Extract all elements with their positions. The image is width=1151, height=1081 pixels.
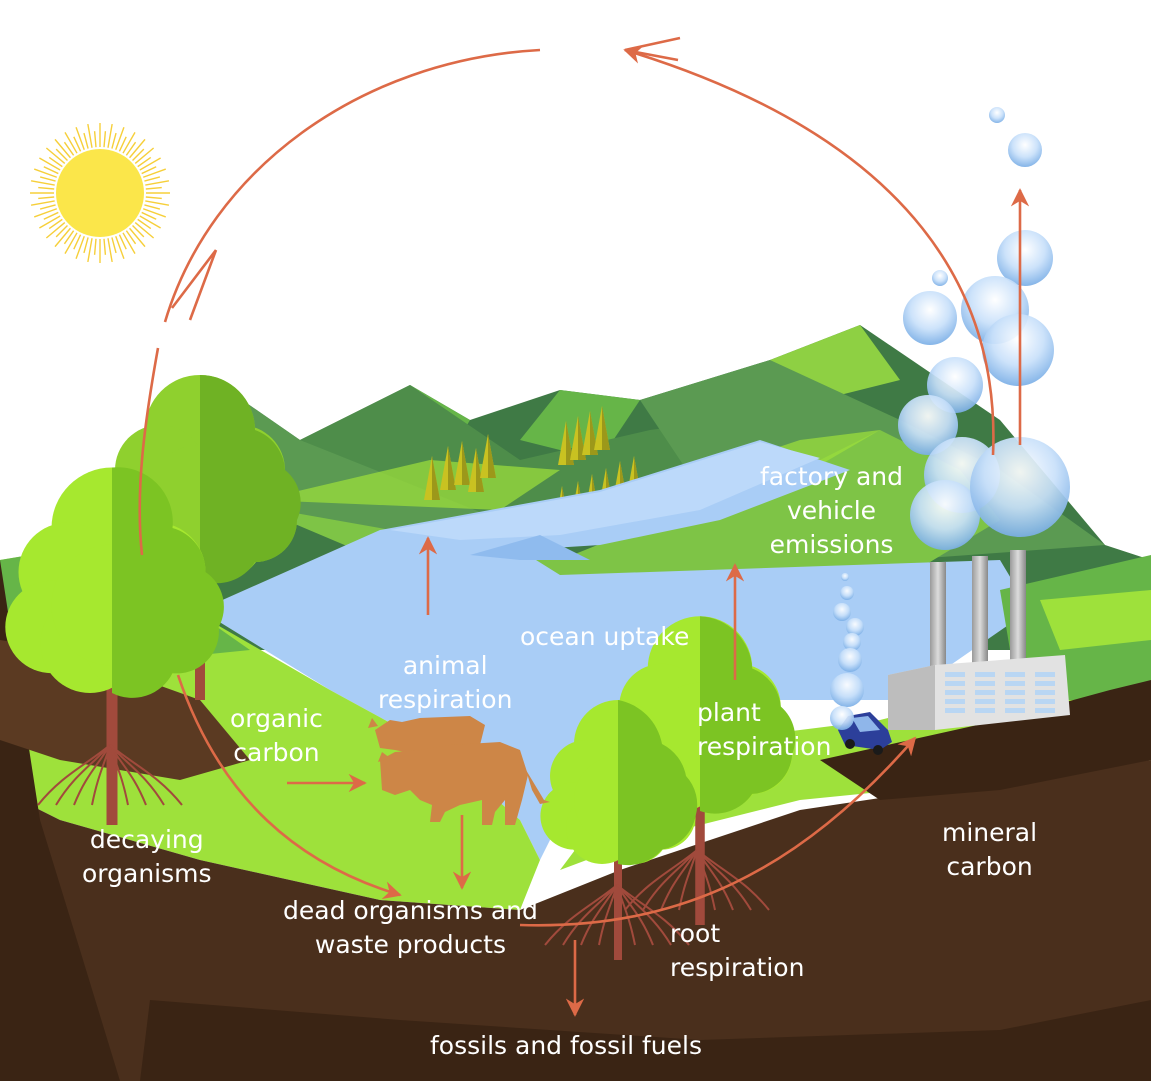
emission-bubble-icon <box>830 107 1070 730</box>
factory-icon <box>888 550 1070 730</box>
roots <box>37 744 770 946</box>
water <box>200 440 1030 860</box>
tree-icon <box>5 375 796 960</box>
sun-icon <box>30 123 170 263</box>
label-ocean-uptake: ocean uptake <box>520 622 690 651</box>
cycle-arrows <box>138 36 1030 1017</box>
cattle-icon <box>368 716 550 825</box>
label-fossils-fossil-fuels: fossils and fossil fuels <box>430 1031 702 1060</box>
